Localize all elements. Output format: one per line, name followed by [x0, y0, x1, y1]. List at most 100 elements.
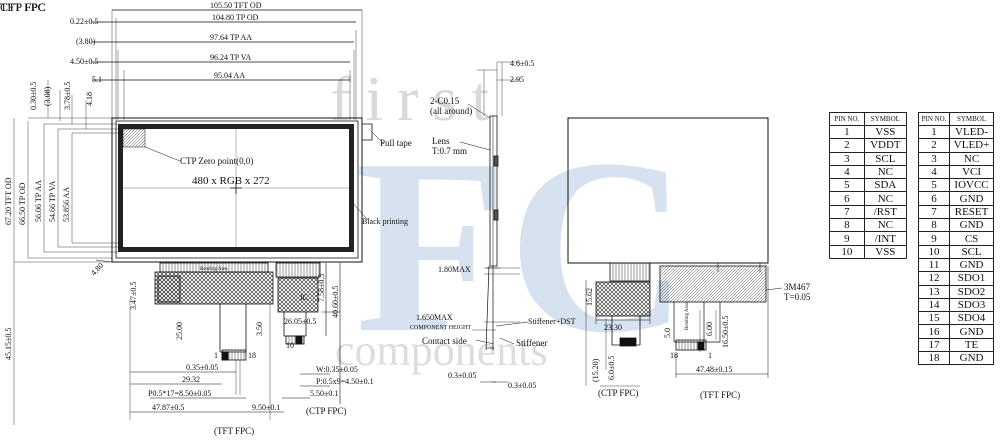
dim-4787: 47.87±0.5 — [152, 403, 184, 412]
tft-symbol-cell: VCI — [949, 164, 994, 180]
ctp-symbol-cell: VSS — [863, 124, 908, 140]
dim-450: 4.50±0.5 — [70, 57, 98, 66]
ctp-zero-point-label: CTP Zero point(0,0) — [180, 156, 253, 166]
ctp-pin-no-cell: 2 — [829, 138, 865, 153]
ic-label: IC — [300, 293, 308, 302]
lens-label: Lens — [432, 136, 450, 146]
tft-symbol-cell: NC — [949, 151, 994, 166]
dim-tft-od-width: 105.50 TFT OD — [210, 1, 262, 10]
tft-pin-no-cell: 13 — [917, 284, 951, 299]
dim-03-left: 0.3±0.05 — [448, 371, 476, 380]
lens-thickness-label: T:0.7 mm — [432, 146, 467, 156]
resolution-label: 480 x RGB x 272 — [192, 175, 270, 187]
dim-035: 0.35±0.05 — [186, 363, 218, 372]
ctp-pin-no-cell: 10 — [829, 244, 865, 259]
black-printing-label: Black printing — [362, 217, 408, 226]
contact-side-label: Contact side — [422, 336, 467, 346]
ctp-symbol-cell: NC — [863, 218, 908, 233]
dim-600: 6.0±0.5 — [607, 356, 616, 380]
tft-symbol-cell: GND — [949, 191, 994, 206]
tft-pin-no-cell: 7 — [917, 204, 951, 220]
dim-308: (3.08) — [43, 86, 52, 106]
dim-418: 4.18 — [85, 92, 94, 106]
ctp-pin-no-cell: 9 — [829, 231, 865, 246]
dim-1650-max: 1.650MAX — [416, 313, 453, 322]
tft-symbol-cell: GND — [949, 324, 994, 339]
ctp-table-row: 7/RST — [829, 204, 908, 220]
ctp-pin10-label: 10 — [286, 341, 294, 350]
tft-pin-no-cell: 3 — [917, 151, 951, 166]
dim-1562: 15.62 — [585, 288, 594, 306]
tft-pin-no-cell: 17 — [917, 337, 951, 353]
tft-symbol-cell: SCL — [949, 244, 994, 259]
tft-pin18-label: 18 — [248, 351, 256, 360]
tape-thickness-label: T=0.05 — [784, 292, 811, 302]
tft-symbol-cell: RESET — [949, 204, 994, 220]
ctp-pin-no-cell: 6 — [829, 191, 865, 206]
tft-symbol-cell: SDO1 — [949, 271, 994, 286]
tft-pin-no-cell: 1 — [917, 124, 951, 140]
pull-tape-label: Pull tape — [380, 138, 412, 148]
dim-tp-od-height: 66.50 TP OD — [18, 182, 27, 225]
dim-aa-width: 95.04 AA — [214, 71, 245, 80]
dim-950: 9.50±0.1 — [252, 403, 280, 412]
tft-symbol-cell: GND — [949, 351, 994, 366]
dim-4515: 45.15±0.5 — [4, 328, 13, 360]
front-tft-fpc-caption: (TFT FPC) — [214, 426, 254, 436]
dim-2932: 29.32 — [182, 375, 200, 384]
ctp-symbol-cell: /INT — [863, 231, 908, 246]
dim-295: 2.95 — [510, 75, 524, 84]
tft-header-symbol: SYMBOL — [949, 112, 994, 126]
dim-2605: 26.05±0.5 — [284, 317, 316, 326]
ctp-symbol-cell: VDDT — [863, 138, 908, 153]
ctp-pin-no-cell: 1 — [829, 124, 865, 140]
tft-pin-no-cell: 5 — [917, 178, 951, 193]
ctp-pin-no-cell: 3 — [829, 151, 865, 166]
ctp-header-symbol: SYMBOL — [863, 112, 908, 126]
chamfer-label: 2-C0.15 — [430, 96, 460, 106]
tft-symbol-cell: VLED- — [949, 124, 994, 140]
tft-table-title: TFT FPC — [0, 0, 46, 14]
stiffener-label: Stiffener — [516, 338, 547, 348]
tft-pin1-label: 1 — [214, 351, 218, 360]
tft-pin-no-cell: 15 — [917, 311, 951, 326]
tft-header-pin-no: PIN NO. — [917, 112, 951, 126]
back-bending-area-label: Bending Area — [685, 302, 690, 330]
dim-030: 0.30±0.5 — [29, 82, 38, 110]
dim-4748: 47.48±0.15 — [696, 365, 732, 374]
side-labels: 2-C0.15 (all around) Lens T:0.7 mm 4.6±0… — [410, 59, 576, 390]
front-ctp-fpc-caption: (CTP FPC) — [306, 406, 346, 416]
back-view — [567, 117, 783, 387]
ctp-symbol-cell: SCL — [863, 151, 908, 166]
dim-347: 3.47±0.5 — [129, 282, 138, 310]
dim-pitch: P0.5*17=8.50±0.05 — [148, 389, 211, 398]
ctp-pin-no-cell: 8 — [829, 218, 865, 233]
tft-symbol-cell: VLED+ — [949, 138, 994, 153]
dim-03-right: 0.3±0.05 — [508, 381, 536, 390]
dim-tp-va-height: 54.66 TP VA — [48, 181, 57, 222]
tape-3m467-label: 3M467 — [784, 282, 811, 292]
ctp-pin-no-cell: 5 — [829, 178, 865, 193]
dim-180-max: 1.80MAX — [438, 265, 471, 274]
dim-ctp-pitch: P:0.5x9=4.50±0.1 — [316, 377, 374, 386]
side-view — [459, 61, 529, 383]
tft-symbol-cell: GND — [949, 218, 994, 233]
dim-50: 5.0 — [663, 328, 672, 338]
dim-46: 4.6±0.5 — [510, 59, 534, 68]
back-tft-fpc-caption: (TFT FPC) — [700, 390, 740, 400]
mechanical-drawing: first FC components — [4, 1, 811, 436]
